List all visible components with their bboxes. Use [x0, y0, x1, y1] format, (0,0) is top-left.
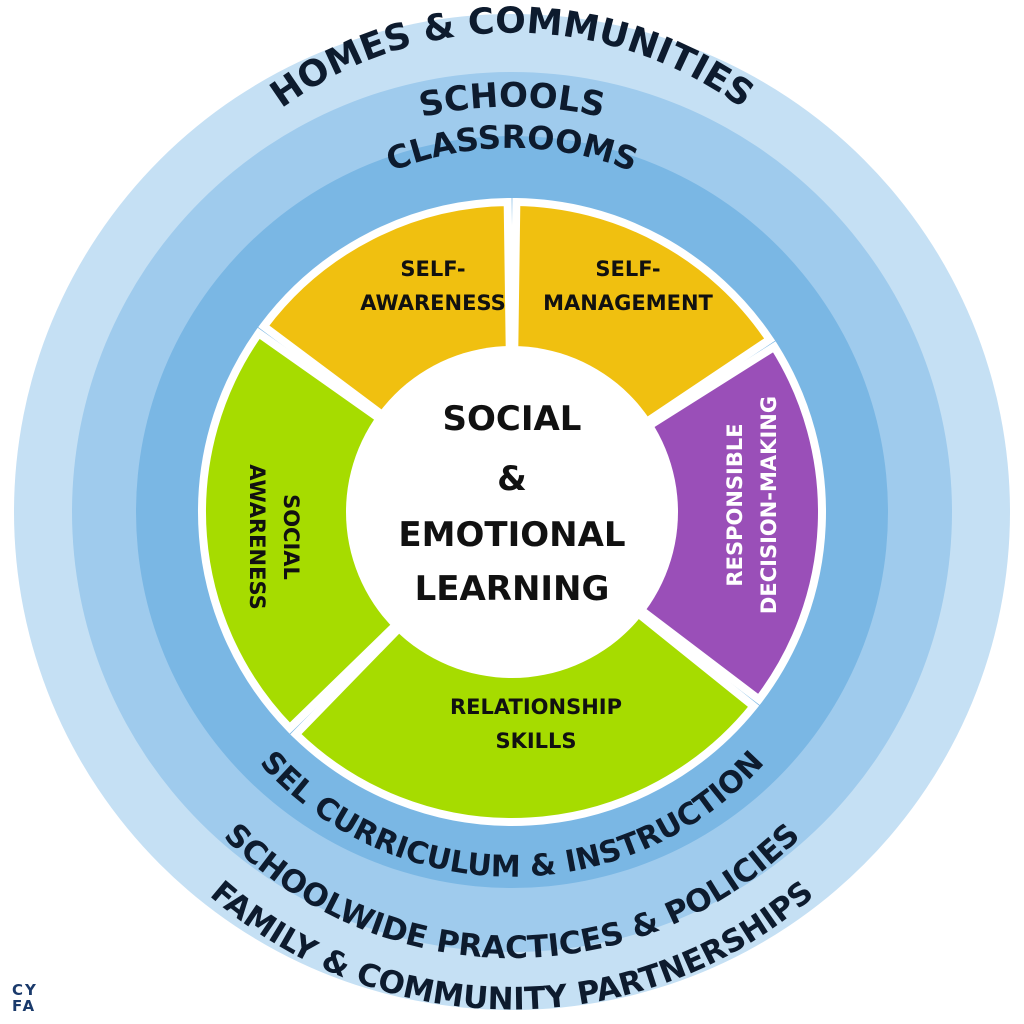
segment-label-line: RESPONSIBLE — [723, 423, 747, 586]
segment-label-line: MANAGEMENT — [543, 291, 713, 315]
segment-label-self-awareness: SELF- AWARENESS — [360, 257, 506, 315]
center-label: SOCIAL & EMOTIONAL LEARNING — [398, 399, 625, 609]
center-line-4: LEARNING — [415, 569, 610, 609]
segment-label-line: DECISION-MAKING — [757, 396, 781, 614]
logo-line-2: FA — [12, 997, 37, 1015]
segment-label-line: AWARENESS — [360, 291, 506, 315]
segment-label-self-management: SELF- MANAGEMENT — [543, 257, 713, 315]
segment-label-line: SKILLS — [495, 729, 576, 753]
segment-label-line: RELATIONSHIP — [450, 695, 622, 719]
cyfa-logo: CY FA — [12, 982, 38, 1014]
segment-label-line: AWARENESS — [245, 464, 269, 610]
center-line-2: & — [497, 459, 527, 499]
center-circle — [346, 346, 678, 678]
segment-label-relationship-skills: RELATIONSHIP SKILLS — [450, 695, 622, 753]
center-line-1: SOCIAL — [443, 399, 582, 439]
competency-wheel: SELF- AWARENESS SELF- MANAGEMENT RESPONSIBLE… — [198, 197, 826, 826]
logo-line-1: CY — [12, 981, 38, 999]
center-line-3: EMOTIONAL — [398, 515, 625, 555]
segment-label-line: SOCIAL — [279, 494, 303, 580]
segment-label-social-awareness: SOCIAL AWARENESS — [245, 464, 303, 610]
segment-label-line: SELF- — [595, 257, 660, 281]
segment-label-line: SELF- — [400, 257, 465, 281]
segment-label-responsible-decision-making: RESPONSIBLE DECISION-MAKING — [723, 396, 781, 614]
